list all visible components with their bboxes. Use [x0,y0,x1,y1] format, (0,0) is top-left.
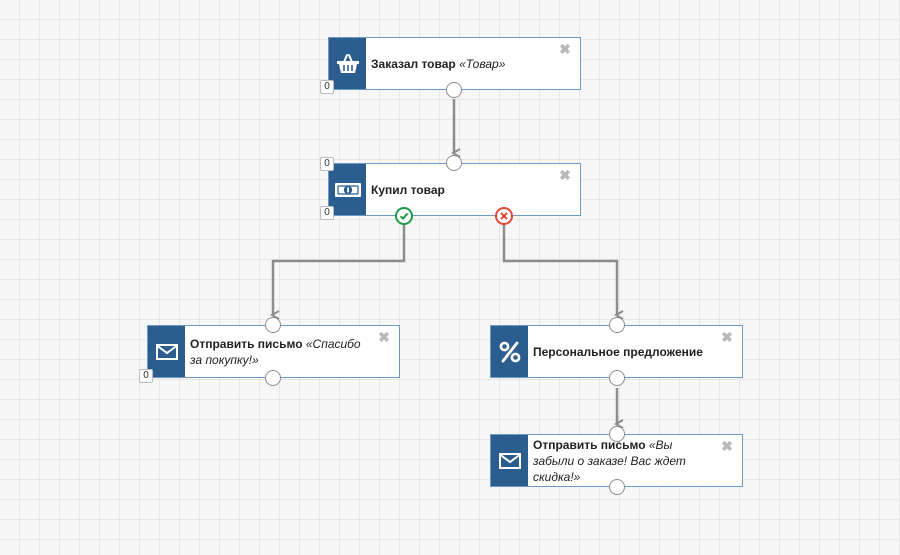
node-label: Отправить письмо «Спасибо за покупку!» [190,326,373,377]
node-icon-box [329,38,366,89]
node-icon-box [491,435,528,486]
node-title: Отправить письмо [533,437,646,452]
node-icon-box [491,326,528,377]
input-port[interactable] [265,317,281,333]
connector-yes-to-email [273,224,406,315]
branch-no-port[interactable] [495,207,513,225]
counter-badge: 0 [320,80,334,94]
close-icon[interactable]: ✖ [559,167,571,183]
cross-icon [500,212,508,220]
close-icon[interactable]: ✖ [721,438,733,454]
money-icon [334,182,361,197]
node-subtitle: «Вы забыли о заказе! Вас ждет скидка!» [533,437,686,484]
branch-yes-port[interactable] [395,207,413,225]
envelope-icon [498,452,521,469]
node-label: Купил товар [371,164,554,215]
close-icon[interactable]: ✖ [721,329,733,345]
counter-badge: 0 [139,369,153,383]
node-title: Купил товар [371,182,445,197]
node-label: Заказал товар «Товар» [371,38,554,89]
close-icon[interactable]: ✖ [378,329,390,345]
input-port[interactable] [609,317,625,333]
input-port[interactable] [446,155,462,171]
node-subtitle: «Спасибо за покупку!» [190,336,361,367]
node-title: Отправить письмо [190,336,303,351]
basket-icon [336,53,359,73]
node-title: Персональное предложение [533,344,703,359]
check-icon [399,212,409,221]
input-port[interactable] [609,426,625,442]
output-port[interactable] [609,479,625,495]
percent-icon [499,341,520,362]
node-send-email-thanks[interactable]: Отправить письмо «Спасибо за покупку!» ✖ [147,325,400,378]
node-subtitle: «Товар» [459,56,506,71]
node-title: Заказал товар [371,56,456,71]
counter-badge: 0 [320,206,334,220]
output-port[interactable] [446,82,462,98]
node-personal-offer[interactable]: Персональное предложение ✖ [490,325,743,378]
node-label: Отправить письмо «Вы забыли о заказе! Ва… [533,435,716,486]
output-port[interactable] [609,370,625,386]
node-icon-box [329,164,366,215]
output-port[interactable] [265,370,281,386]
node-icon-box [148,326,185,377]
envelope-icon [155,343,178,360]
counter-badge: 0 [320,157,334,171]
close-icon[interactable]: ✖ [559,41,571,57]
node-ordered-product[interactable]: Заказал товар «Товар» ✖ [328,37,581,90]
node-label: Персональное предложение [533,326,716,377]
node-bought-product[interactable]: Купил товар ✖ [328,163,581,216]
connector-no-to-offer [502,224,617,315]
